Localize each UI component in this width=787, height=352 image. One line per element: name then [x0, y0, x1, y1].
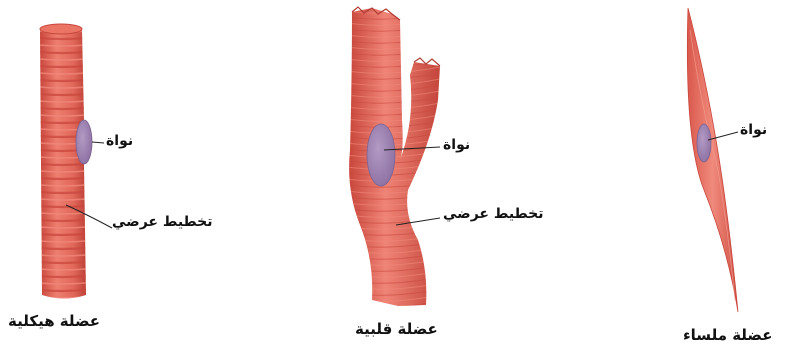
- smooth-muscle-caption: عضلة ملساء: [683, 326, 772, 344]
- skeletal-nucleus-leader: [92, 142, 104, 143]
- cardiac-nucleus: [367, 124, 395, 186]
- skeletal-nucleus-label: نواة: [106, 133, 133, 149]
- smooth-nucleus: [697, 124, 711, 162]
- skeletal-muscle-fiber: [30, 24, 112, 299]
- cardiac-muscle-fiber: [340, 6, 445, 307]
- cardiac-muscle-caption: عضلة قلبية: [355, 320, 438, 338]
- cardiac-striation-label: تخطيط عرضي: [443, 206, 544, 222]
- cardiac-nucleus-label: نواة: [443, 137, 470, 153]
- smooth-nucleus-label: نواة: [740, 122, 767, 138]
- skeletal-nucleus: [76, 120, 92, 164]
- skeletal-fiber-top: [40, 24, 82, 34]
- smooth-muscle-cell: [687, 8, 738, 312]
- smooth-cell-body: [687, 8, 738, 312]
- skeletal-muscle-caption: عضلة هيكلية: [8, 312, 100, 330]
- skeletal-striation-label: تخطيط عرضي: [112, 214, 213, 230]
